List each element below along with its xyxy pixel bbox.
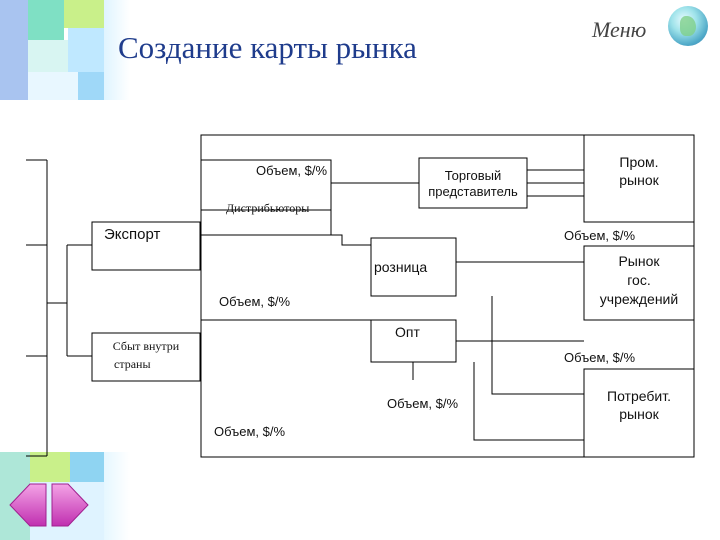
sales-rep-label: Торговый представитель bbox=[419, 168, 527, 200]
volume-label: Объем, $/% bbox=[256, 163, 328, 178]
decorative-mosaic-top bbox=[0, 0, 130, 100]
export-box bbox=[91, 221, 201, 271]
sales-rep-text: Торговый представитель bbox=[428, 168, 518, 199]
slide-title: Создание карты рынка bbox=[118, 30, 417, 65]
domestic-sales-line1: Сбыт внутри bbox=[112, 339, 180, 353]
volume-label: Объем, $/% bbox=[387, 396, 459, 411]
industrial-market-box bbox=[583, 134, 695, 223]
consumer-market-label: Потребит. рынок bbox=[584, 387, 694, 423]
nav-arrows bbox=[9, 483, 89, 527]
domestic-sales-label: Сбыт внутри страны bbox=[92, 337, 200, 373]
domestic-sales-line2: страны bbox=[114, 357, 151, 371]
consumer-market-box bbox=[583, 368, 695, 458]
gov-market-line1: Рынок bbox=[618, 253, 660, 269]
gov-market-box bbox=[583, 245, 695, 321]
back-arrow-icon[interactable] bbox=[9, 483, 47, 527]
industrial-market-label: Пром. рынок bbox=[584, 153, 694, 189]
industrial-market-line1: Пром. bbox=[619, 154, 659, 170]
volume-frame bbox=[200, 159, 332, 236]
retail-label: розница bbox=[374, 259, 428, 275]
gov-market-label: Рынок гос. учреждений bbox=[584, 252, 694, 309]
volume-label: Объем, $/% bbox=[564, 350, 636, 365]
gov-market-line3: учреждений bbox=[599, 291, 679, 307]
wholesale-label: Опт bbox=[395, 324, 420, 340]
export-label: Экспорт bbox=[104, 226, 161, 243]
consumer-market-line1: Потребит. bbox=[607, 388, 671, 404]
globe-icon[interactable] bbox=[668, 6, 708, 46]
gov-market-line2: гос. bbox=[627, 272, 651, 288]
domestic-sales-box bbox=[91, 332, 201, 382]
retail-box bbox=[370, 237, 457, 297]
volume-label: Объем, $/% bbox=[214, 424, 286, 439]
volume-label: Объем, $/% bbox=[219, 294, 291, 309]
consumer-market-line2: рынок bbox=[619, 406, 659, 422]
menu-link[interactable]: Меню bbox=[592, 17, 647, 42]
forward-arrow-icon[interactable] bbox=[51, 483, 89, 527]
distributors-label: Дистрибьюторы bbox=[226, 201, 310, 215]
volume-label: Объем, $/% bbox=[564, 228, 636, 243]
industrial-market-line2: рынок bbox=[619, 172, 659, 188]
